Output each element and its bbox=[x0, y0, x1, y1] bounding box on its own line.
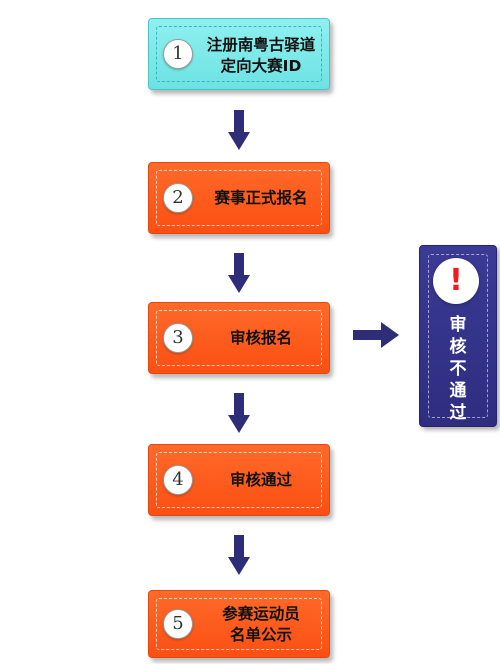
rejection-box: ! 审核不通过 bbox=[419, 245, 497, 427]
step-1-label-line1: 注册南粤古驿道 bbox=[206, 36, 316, 54]
step-5-label-line2: 名单公示 bbox=[229, 626, 292, 644]
step-4-label: 审核通过 bbox=[229, 471, 292, 489]
step-4-dashed-border bbox=[156, 452, 322, 508]
step-1-dashed-border bbox=[156, 26, 322, 82]
down-arrow-icon bbox=[228, 393, 250, 433]
step-5-label-line1: 参赛运动员 bbox=[222, 605, 300, 623]
step-4-number: 4 bbox=[163, 465, 193, 495]
step-5-dashed-border bbox=[156, 598, 322, 650]
step-1-number: 1 bbox=[163, 39, 193, 69]
step-3-number: 3 bbox=[163, 323, 193, 353]
rejection-label: 审核不通过 bbox=[449, 315, 467, 423]
step-3-box: 3 审核报名 bbox=[148, 302, 330, 374]
step-2-box: 2 赛事正式报名 bbox=[148, 162, 330, 234]
step-2-label: 赛事正式报名 bbox=[214, 189, 308, 207]
step-1-box: 1 注册南粤古驿道 定向大赛ID bbox=[148, 18, 330, 90]
step-3-label: 审核报名 bbox=[229, 329, 292, 347]
step-3-dashed-border bbox=[156, 310, 322, 366]
right-arrow-icon bbox=[353, 322, 399, 348]
step-4-box: 4 审核通过 bbox=[148, 444, 330, 516]
exclamation-icon: ! bbox=[433, 258, 479, 304]
step-2-number: 2 bbox=[163, 183, 193, 213]
step-5-box: 5 参赛运动员 名单公示 bbox=[148, 590, 330, 658]
rejection-dashed-border bbox=[428, 254, 488, 418]
down-arrow-icon bbox=[228, 535, 250, 575]
step-1-label-line2: 定向大赛ID bbox=[220, 57, 302, 75]
down-arrow-icon bbox=[228, 110, 250, 150]
step-2-dashed-border bbox=[156, 170, 322, 226]
down-arrow-icon bbox=[228, 253, 250, 293]
step-5-number: 5 bbox=[163, 609, 193, 639]
